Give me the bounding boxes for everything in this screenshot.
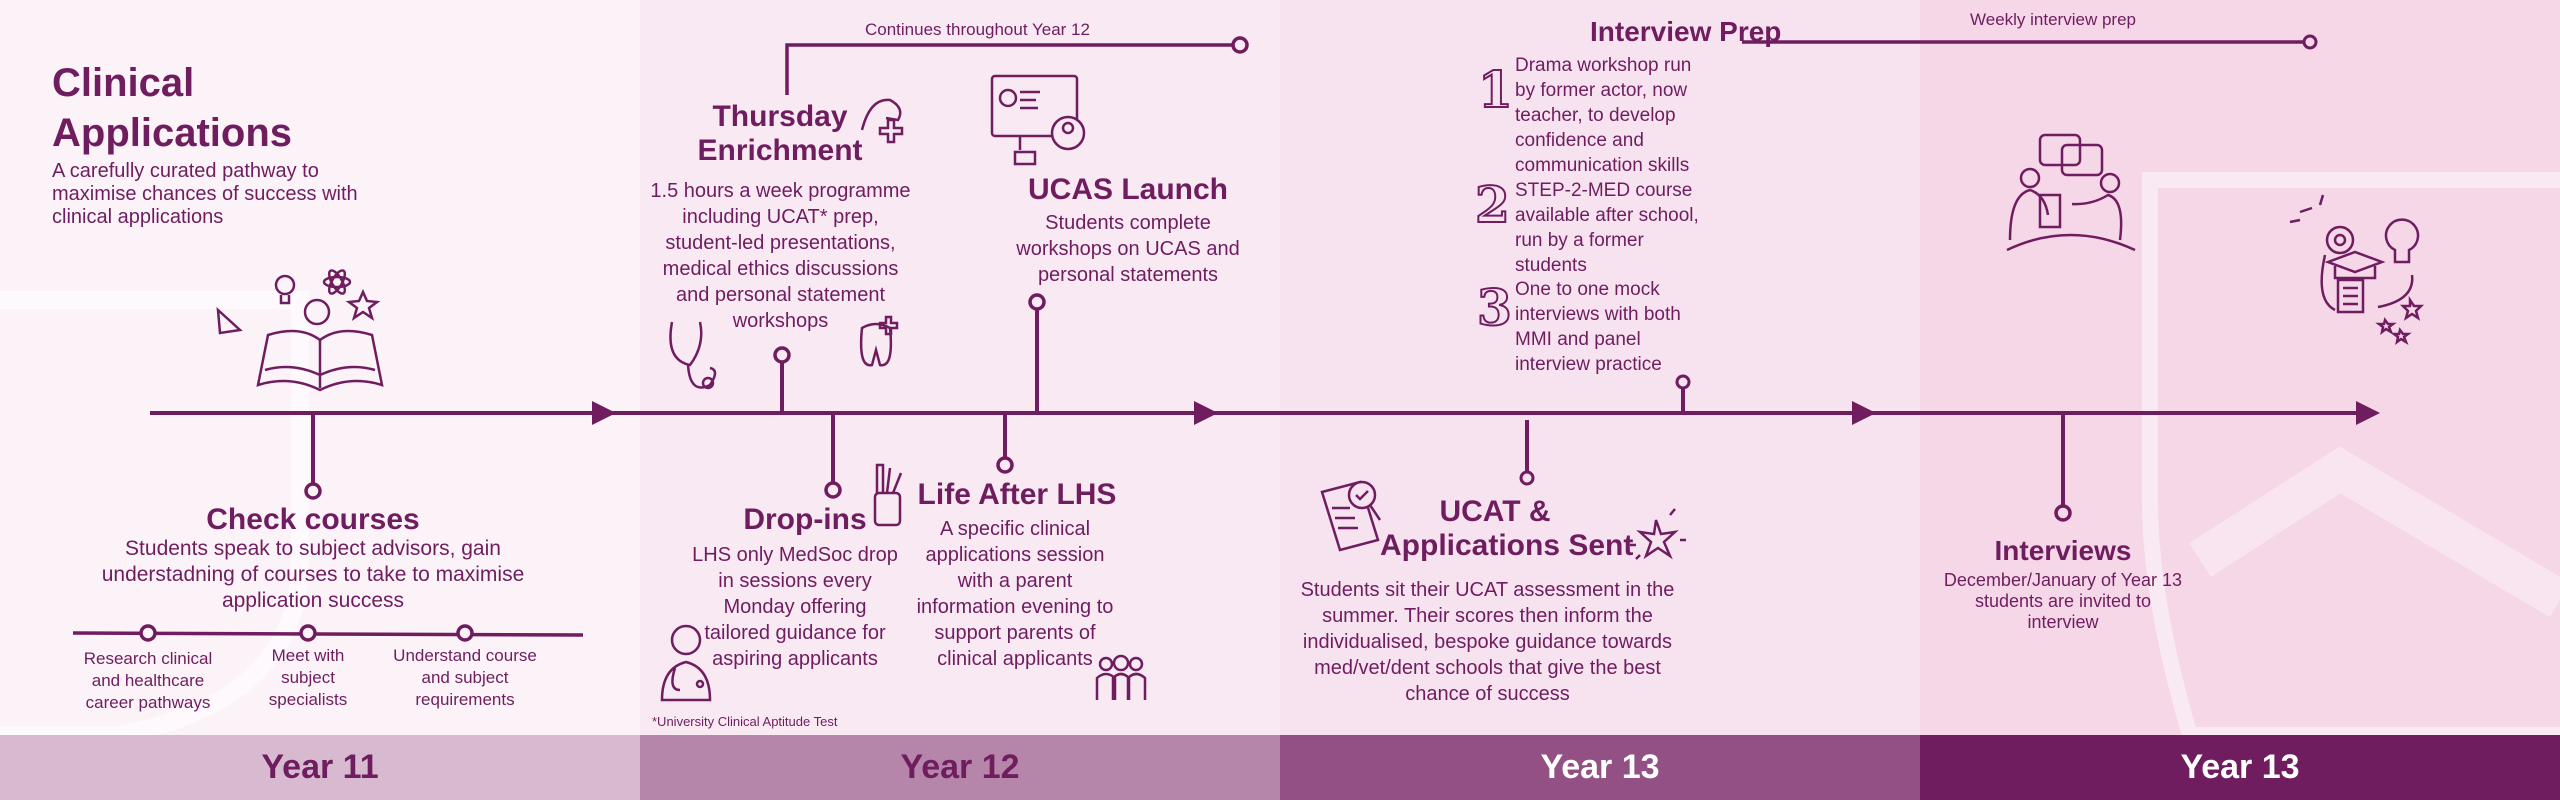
set-square-icon: [216, 306, 243, 335]
interview-prep-heading: Interview Prep: [1590, 16, 1782, 47]
dropins-desc: LHS only MedSoc drop in sessions every M…: [692, 544, 898, 670]
arrow-heads: [592, 401, 2380, 425]
number-3: 3: [1476, 277, 1513, 338]
check-courses-desc: Students speak to subject advisors, gain…: [101, 537, 525, 612]
step-meet: Meet with subject specialists: [268, 646, 348, 709]
computer-profile-icon: [990, 74, 1086, 166]
watermark-shield: [2142, 172, 2560, 735]
ucat-heading: UCAT &Applications Sent: [1380, 495, 1634, 562]
family-icon: [1095, 654, 1147, 700]
timeline-lines: [72, 34, 2380, 642]
page-subtitle: A carefully curated pathway to maximise …: [52, 160, 358, 228]
weekly-prep-label: Weekly interview prep: [1970, 10, 2136, 29]
stethoscope-icon: [669, 321, 717, 390]
dropins-heading: Drop-ins: [743, 503, 867, 536]
step-research: Research clinical and healthcare career …: [83, 649, 213, 712]
interviews-heading: Interviews: [1994, 535, 2132, 566]
continues-label: Continues throughout Year 12: [865, 20, 1090, 39]
tooth-health-icon: [859, 315, 899, 367]
pencil-cup-icon: [873, 463, 903, 527]
prep-item-1: Drama workshop run by former actor, now …: [1515, 55, 1692, 176]
globe-icon: [303, 298, 331, 326]
dog-health-icon: [860, 98, 904, 144]
star-icon: [345, 288, 381, 321]
ucas-desc: Students complete workshops on UCAS and …: [1016, 212, 1240, 286]
life-after-desc: A specific clinical applications session…: [916, 518, 1114, 670]
year-bar-12: Year 12: [640, 735, 1280, 800]
section-year12: [640, 0, 1280, 735]
step-understand: Understand course and subject requiremen…: [393, 646, 537, 709]
interviews-desc: December/January of Year 13 students are…: [1943, 570, 2183, 632]
check-courses-heading: Check courses: [206, 503, 420, 536]
atom-icon: [322, 269, 352, 295]
number-2: 2: [1474, 174, 1511, 235]
sparkle-star-icon: [1630, 508, 1686, 560]
year-bar-13b: Year 13: [1920, 735, 2560, 800]
prep-item-2: STEP-2-MED course available after school…: [1515, 180, 1699, 276]
footnote: *University Clinical Aptitude Test: [652, 714, 838, 729]
ucas-heading: UCAS Launch: [1028, 173, 1229, 206]
thursday-desc: 1.5 hours a week programme including UCA…: [650, 180, 911, 332]
doctor-icon: [660, 624, 712, 702]
number-1: 1: [1477, 59, 1514, 120]
section-year13a: [1280, 0, 1920, 735]
graduation-ideas-icon: [2289, 194, 2425, 345]
lightbulb-icon: [274, 274, 296, 305]
ucat-desc: Students sit their UCAT assessment in th…: [1300, 579, 1675, 705]
interview-icon: [2006, 133, 2136, 252]
prep-item-3: One to one mock interviews with both MMI…: [1515, 279, 1681, 375]
year-bar-13a: Year 13: [1280, 735, 1920, 800]
section-year13b: [1920, 0, 2560, 735]
open-book-icon: [256, 329, 384, 392]
life-after-heading: Life After LHS: [917, 478, 1117, 511]
clipboard-check-icon: [1320, 480, 1382, 552]
year-bar-11: Year 11: [0, 735, 640, 800]
